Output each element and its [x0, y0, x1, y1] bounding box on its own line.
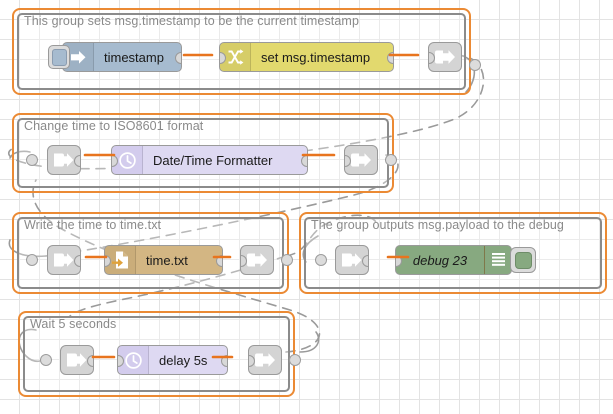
node-link-in-4[interactable] [60, 345, 94, 375]
link-out-icon [254, 351, 276, 369]
group-timestamp-label: This group sets msg.timestamp to be the … [24, 14, 359, 28]
group-debug-label: The group outputs msg.payload to the deb… [311, 218, 564, 232]
node-delay[interactable]: delay 5s [117, 345, 228, 375]
debug-toggle-button[interactable] [510, 247, 536, 273]
group-timestamp[interactable]: This group sets msg.timestamp to be the … [12, 8, 481, 95]
virtual-port-link-out-3[interactable] [281, 254, 293, 266]
debug-lines-icon [484, 246, 511, 274]
group-writefile[interactable]: Write the time to time.txt time.txt [12, 212, 293, 294]
group-delay-label: Wait 5 seconds [30, 317, 117, 331]
link-in-icon [341, 251, 363, 269]
group-writefile-label: Write the time to time.txt [24, 218, 162, 232]
port-out-inject[interactable] [175, 52, 181, 64]
group-delay[interactable]: Wait 5 seconds delay 5s [18, 311, 301, 397]
virtual-port-link-in-3[interactable] [315, 254, 327, 266]
virtual-port-link-in-2[interactable] [26, 254, 38, 266]
node-datetime-label: Date/Time Formatter [153, 152, 273, 168]
node-link-in-3[interactable] [335, 245, 369, 275]
node-file-write[interactable]: time.txt [104, 245, 223, 275]
virtual-port-link-in-4[interactable] [40, 354, 52, 366]
node-debug-label: debug 23 [412, 252, 468, 268]
link-out-icon [350, 151, 372, 169]
node-datetime-formatter[interactable]: Date/Time Formatter [111, 145, 308, 175]
inject-button-glyph [51, 48, 67, 66]
node-link-out-1[interactable] [428, 42, 462, 72]
group-iso8601[interactable]: Change time to ISO8601 format Date/Time … [12, 113, 397, 193]
port-out-link-in-2[interactable] [74, 255, 80, 267]
node-delay-label: delay 5s [159, 352, 208, 368]
node-link-out-4[interactable] [248, 345, 282, 375]
group-iso8601-label: Change time to ISO8601 format [24, 119, 204, 133]
node-inject-timestamp[interactable]: timestamp [62, 42, 182, 72]
link-in-icon [53, 251, 75, 269]
group-debug[interactable]: The group outputs msg.payload to the deb… [299, 212, 607, 294]
link-out-icon [434, 48, 456, 66]
virtual-port-link-out-1[interactable] [469, 59, 481, 71]
port-out-change[interactable] [387, 52, 393, 64]
port-out-delay[interactable] [221, 355, 227, 367]
virtual-port-link-out-2[interactable] [385, 154, 397, 166]
inject-trigger-button[interactable] [48, 45, 70, 69]
node-file-label: time.txt [146, 252, 188, 268]
port-out-link-in-3[interactable] [362, 255, 368, 267]
link-wire-4-tail [299, 331, 320, 353]
node-change-set-timestamp[interactable]: set msg.timestamp [219, 42, 394, 72]
node-link-out-3[interactable] [240, 245, 274, 275]
node-inject-label: timestamp [104, 49, 164, 65]
node-debug-23[interactable]: debug 23 [395, 245, 512, 275]
debug-toggle-glyph [514, 251, 532, 269]
node-change-label: set msg.timestamp [261, 49, 371, 65]
link-in-icon [53, 151, 75, 169]
port-out-link-in-4[interactable] [87, 355, 93, 367]
port-out-file[interactable] [216, 255, 222, 267]
link-out-icon [246, 251, 268, 269]
virtual-port-link-in-1[interactable] [26, 154, 38, 166]
node-link-out-2[interactable] [344, 145, 378, 175]
link-in-icon [66, 351, 88, 369]
port-out-link-in-1[interactable] [74, 155, 80, 167]
port-out-datetime[interactable] [301, 155, 307, 167]
node-link-in-2[interactable] [47, 245, 81, 275]
virtual-port-link-out-4[interactable] [289, 354, 301, 366]
node-link-in-1[interactable] [47, 145, 81, 175]
